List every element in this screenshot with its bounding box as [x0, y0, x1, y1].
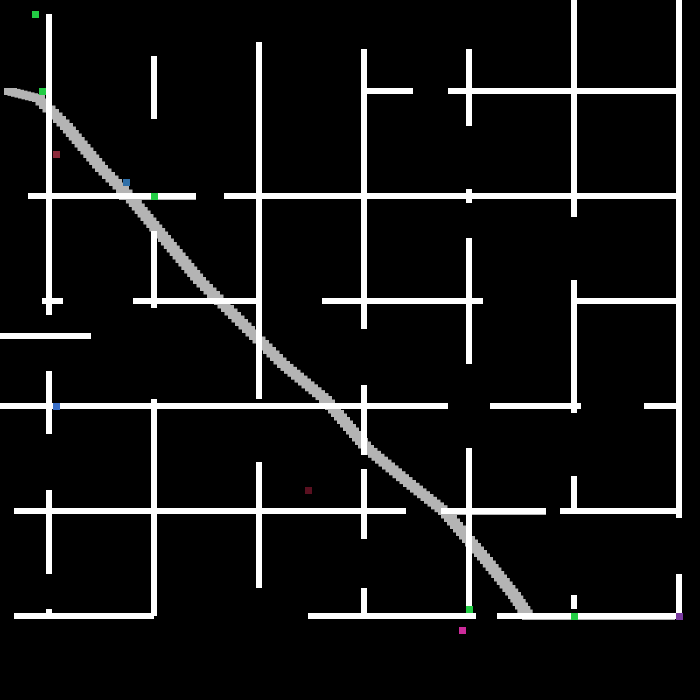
green-waypoint-marker	[39, 88, 46, 95]
maze-wall-vertical	[466, 49, 472, 126]
maze-wall-horizontal	[14, 508, 406, 514]
maze-wall-horizontal	[490, 403, 581, 409]
maze-wall-horizontal	[364, 88, 413, 94]
maroon-item-marker	[53, 151, 60, 158]
maze-wall-vertical	[46, 371, 52, 434]
green-waypoint-marker	[151, 193, 158, 200]
maze-wall-vertical	[46, 14, 52, 315]
maze-wall-vertical	[46, 490, 52, 574]
maze-wall-vertical	[571, 595, 577, 609]
maze-wall-horizontal	[14, 613, 154, 619]
maze-wall-horizontal	[0, 333, 91, 339]
maze-wall-horizontal	[308, 613, 476, 619]
maze-wall-horizontal	[560, 508, 679, 514]
maze-wall-horizontal	[133, 298, 259, 304]
maze-wall-horizontal	[42, 298, 63, 304]
maze-wall-horizontal	[448, 88, 679, 94]
maze-wall-vertical	[256, 42, 262, 399]
maze-wall-vertical	[466, 238, 472, 364]
maze-wall-vertical	[571, 280, 577, 413]
green-waypoint-marker	[571, 613, 578, 620]
item-markers	[32, 11, 683, 634]
maze-wall-horizontal	[497, 613, 679, 619]
maze-wall-horizontal	[322, 298, 483, 304]
green-waypoint-marker	[466, 606, 473, 613]
maze-wall-vertical	[151, 399, 157, 616]
maze-wall-horizontal	[441, 508, 546, 514]
maze-wall-vertical	[571, 0, 577, 217]
maze-wall-vertical	[676, 574, 682, 616]
dark-red-item-marker	[305, 487, 312, 494]
maze-wall-vertical	[46, 609, 52, 616]
maze-wall-vertical	[256, 462, 262, 588]
maze-wall-horizontal	[644, 403, 679, 409]
maze-wall-vertical	[151, 231, 157, 308]
maze-wall-vertical	[466, 448, 472, 616]
blue-item-marker	[53, 403, 60, 410]
maze-wall-vertical	[361, 385, 367, 455]
maze-wall-vertical	[361, 49, 367, 329]
maze-wall-vertical	[571, 476, 577, 511]
maze-wall-horizontal	[574, 298, 679, 304]
maze-walls	[0, 0, 682, 619]
maze-wall-vertical	[361, 469, 367, 539]
maze-wall-vertical	[361, 588, 367, 616]
maze-wall-horizontal	[0, 403, 448, 409]
maze-wall-horizontal	[224, 193, 679, 199]
player-start-marker	[32, 11, 39, 18]
purple-item-marker	[676, 613, 683, 620]
blue-item-marker	[123, 179, 130, 186]
maze-wall-vertical	[151, 56, 157, 119]
maze-wall-vertical	[676, 0, 682, 518]
maze-wall-vertical	[466, 189, 472, 203]
magenta-goal-marker	[459, 627, 466, 634]
maze-wall-horizontal	[28, 193, 196, 199]
